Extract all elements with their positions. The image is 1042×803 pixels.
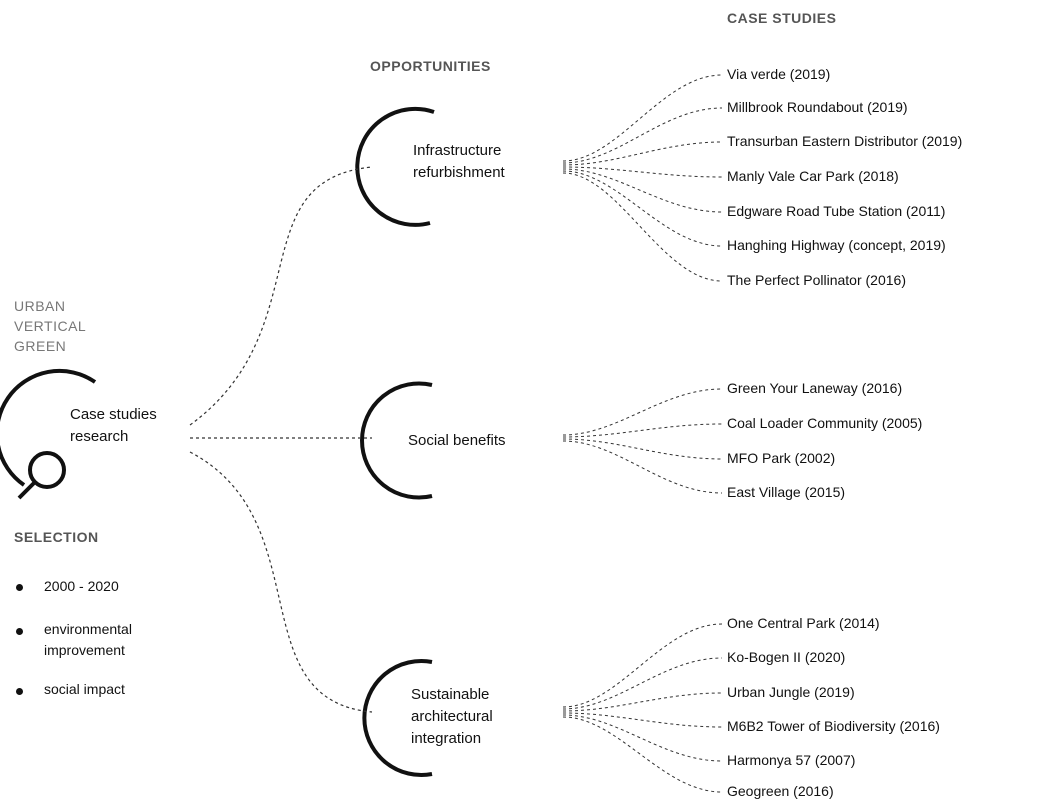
- urban-line: VERTICAL: [14, 318, 87, 334]
- opportunity-label-sustainable: Sustainable architectural integration: [411, 684, 493, 750]
- selection-item: 2000 - 2020: [44, 576, 119, 597]
- case-study-item: Green Your Laneway (2016): [727, 380, 903, 396]
- case-study-item: Geogreen (2016): [727, 783, 834, 799]
- case-study-item: The Perfect Pollinator (2016): [727, 272, 906, 288]
- case-connector-infrastructure: [562, 74, 723, 162]
- opportunities-header: OPPORTUNITIES: [370, 58, 491, 74]
- selection-line: environmental: [44, 621, 132, 637]
- case-study-item: Transurban Eastern Distributor (2019): [727, 133, 963, 149]
- case-connectors: [562, 74, 723, 793]
- opportunity-arc-sustainable: [362, 659, 433, 777]
- opportunity-line: architectural: [411, 708, 493, 725]
- bullet-icon: [16, 688, 23, 695]
- urban-vertical-green-label: URBAN VERTICAL GREEN: [14, 296, 86, 356]
- magnifier-handle-icon: [17, 480, 37, 500]
- case-study-item: MFO Park (2002): [727, 450, 836, 466]
- magnifier-lens-icon: [28, 451, 66, 489]
- root-node-label: Case studies research: [70, 404, 157, 448]
- selection-line: social impact: [44, 681, 125, 697]
- opportunity-line: Sustainable: [411, 686, 490, 703]
- case-connector-sustainable: [562, 657, 723, 710]
- selection-line: 2000 - 2020: [44, 578, 119, 594]
- case-connector-sustainable: [562, 712, 723, 728]
- case-connector-infrastructure: [562, 170, 723, 247]
- bullet-icon: [16, 628, 23, 635]
- case-connector-infrastructure: [562, 172, 723, 282]
- case-connector-social: [562, 388, 723, 436]
- opportunity-line: Social benefits: [408, 432, 506, 449]
- case-connector-infrastructure: [562, 168, 723, 213]
- case-connector-sustainable: [562, 692, 723, 712]
- selection-item: social impact: [44, 679, 125, 700]
- bullet-icon: [16, 584, 23, 591]
- selection-item: environmental improvement: [44, 619, 132, 661]
- root-line: research: [70, 428, 129, 445]
- case-connector-infrastructure: [562, 141, 723, 166]
- case-study-item: Millbrook Roundabout (2019): [727, 99, 908, 115]
- connector-root-sustainable: [189, 451, 373, 713]
- case-study-item: Hanghing Highway (concept, 2019): [727, 237, 946, 253]
- root-line: Case studies: [70, 406, 157, 423]
- case-studies-header: CASE STUDIES: [727, 10, 837, 26]
- case-connector-social: [562, 440, 723, 494]
- case-study-item: Manly Vale Car Park (2018): [727, 168, 899, 184]
- urban-line: GREEN: [14, 338, 67, 354]
- selection-header: SELECTION: [14, 529, 99, 545]
- case-study-item: Via verde (2019): [727, 66, 831, 82]
- opportunity-label-infrastructure: Infrastructure refurbishment: [413, 140, 505, 184]
- root-arc: [0, 368, 97, 487]
- case-study-item: Coal Loader Community (2005): [727, 415, 923, 431]
- urban-line: URBAN: [14, 298, 66, 314]
- case-study-item: Harmonya 57 (2007): [727, 752, 856, 768]
- case-connector-infrastructure: [562, 107, 723, 164]
- case-study-item: M6B2 Tower of Biodiversity (2016): [727, 718, 940, 734]
- case-connector-sustainable: [562, 623, 723, 708]
- opportunity-arc-social: [360, 381, 433, 500]
- opportunity-line: refurbishment: [413, 164, 505, 181]
- case-study-item: Ko-Bogen II (2020): [727, 649, 846, 665]
- connector-root-infrastructure: [189, 166, 373, 426]
- opportunity-label-social: Social benefits: [408, 430, 506, 452]
- case-connector-social: [562, 423, 723, 438]
- opportunity-line: integration: [411, 730, 482, 747]
- case-study-item: Urban Jungle (2019): [727, 684, 855, 700]
- case-study-item: East Village (2015): [727, 484, 846, 500]
- case-connector-social: [562, 438, 723, 460]
- case-study-item: One Central Park (2014): [727, 615, 880, 631]
- case-connector-infrastructure: [562, 166, 723, 178]
- case-connector-sustainable: [562, 714, 723, 762]
- case-study-item: Edgware Road Tube Station (2011): [727, 203, 946, 219]
- selection-line: improvement: [44, 642, 125, 658]
- opportunity-line: Infrastructure: [413, 142, 502, 159]
- case-connector-sustainable: [562, 716, 723, 793]
- opportunity-arc-infrastructure: [355, 106, 435, 227]
